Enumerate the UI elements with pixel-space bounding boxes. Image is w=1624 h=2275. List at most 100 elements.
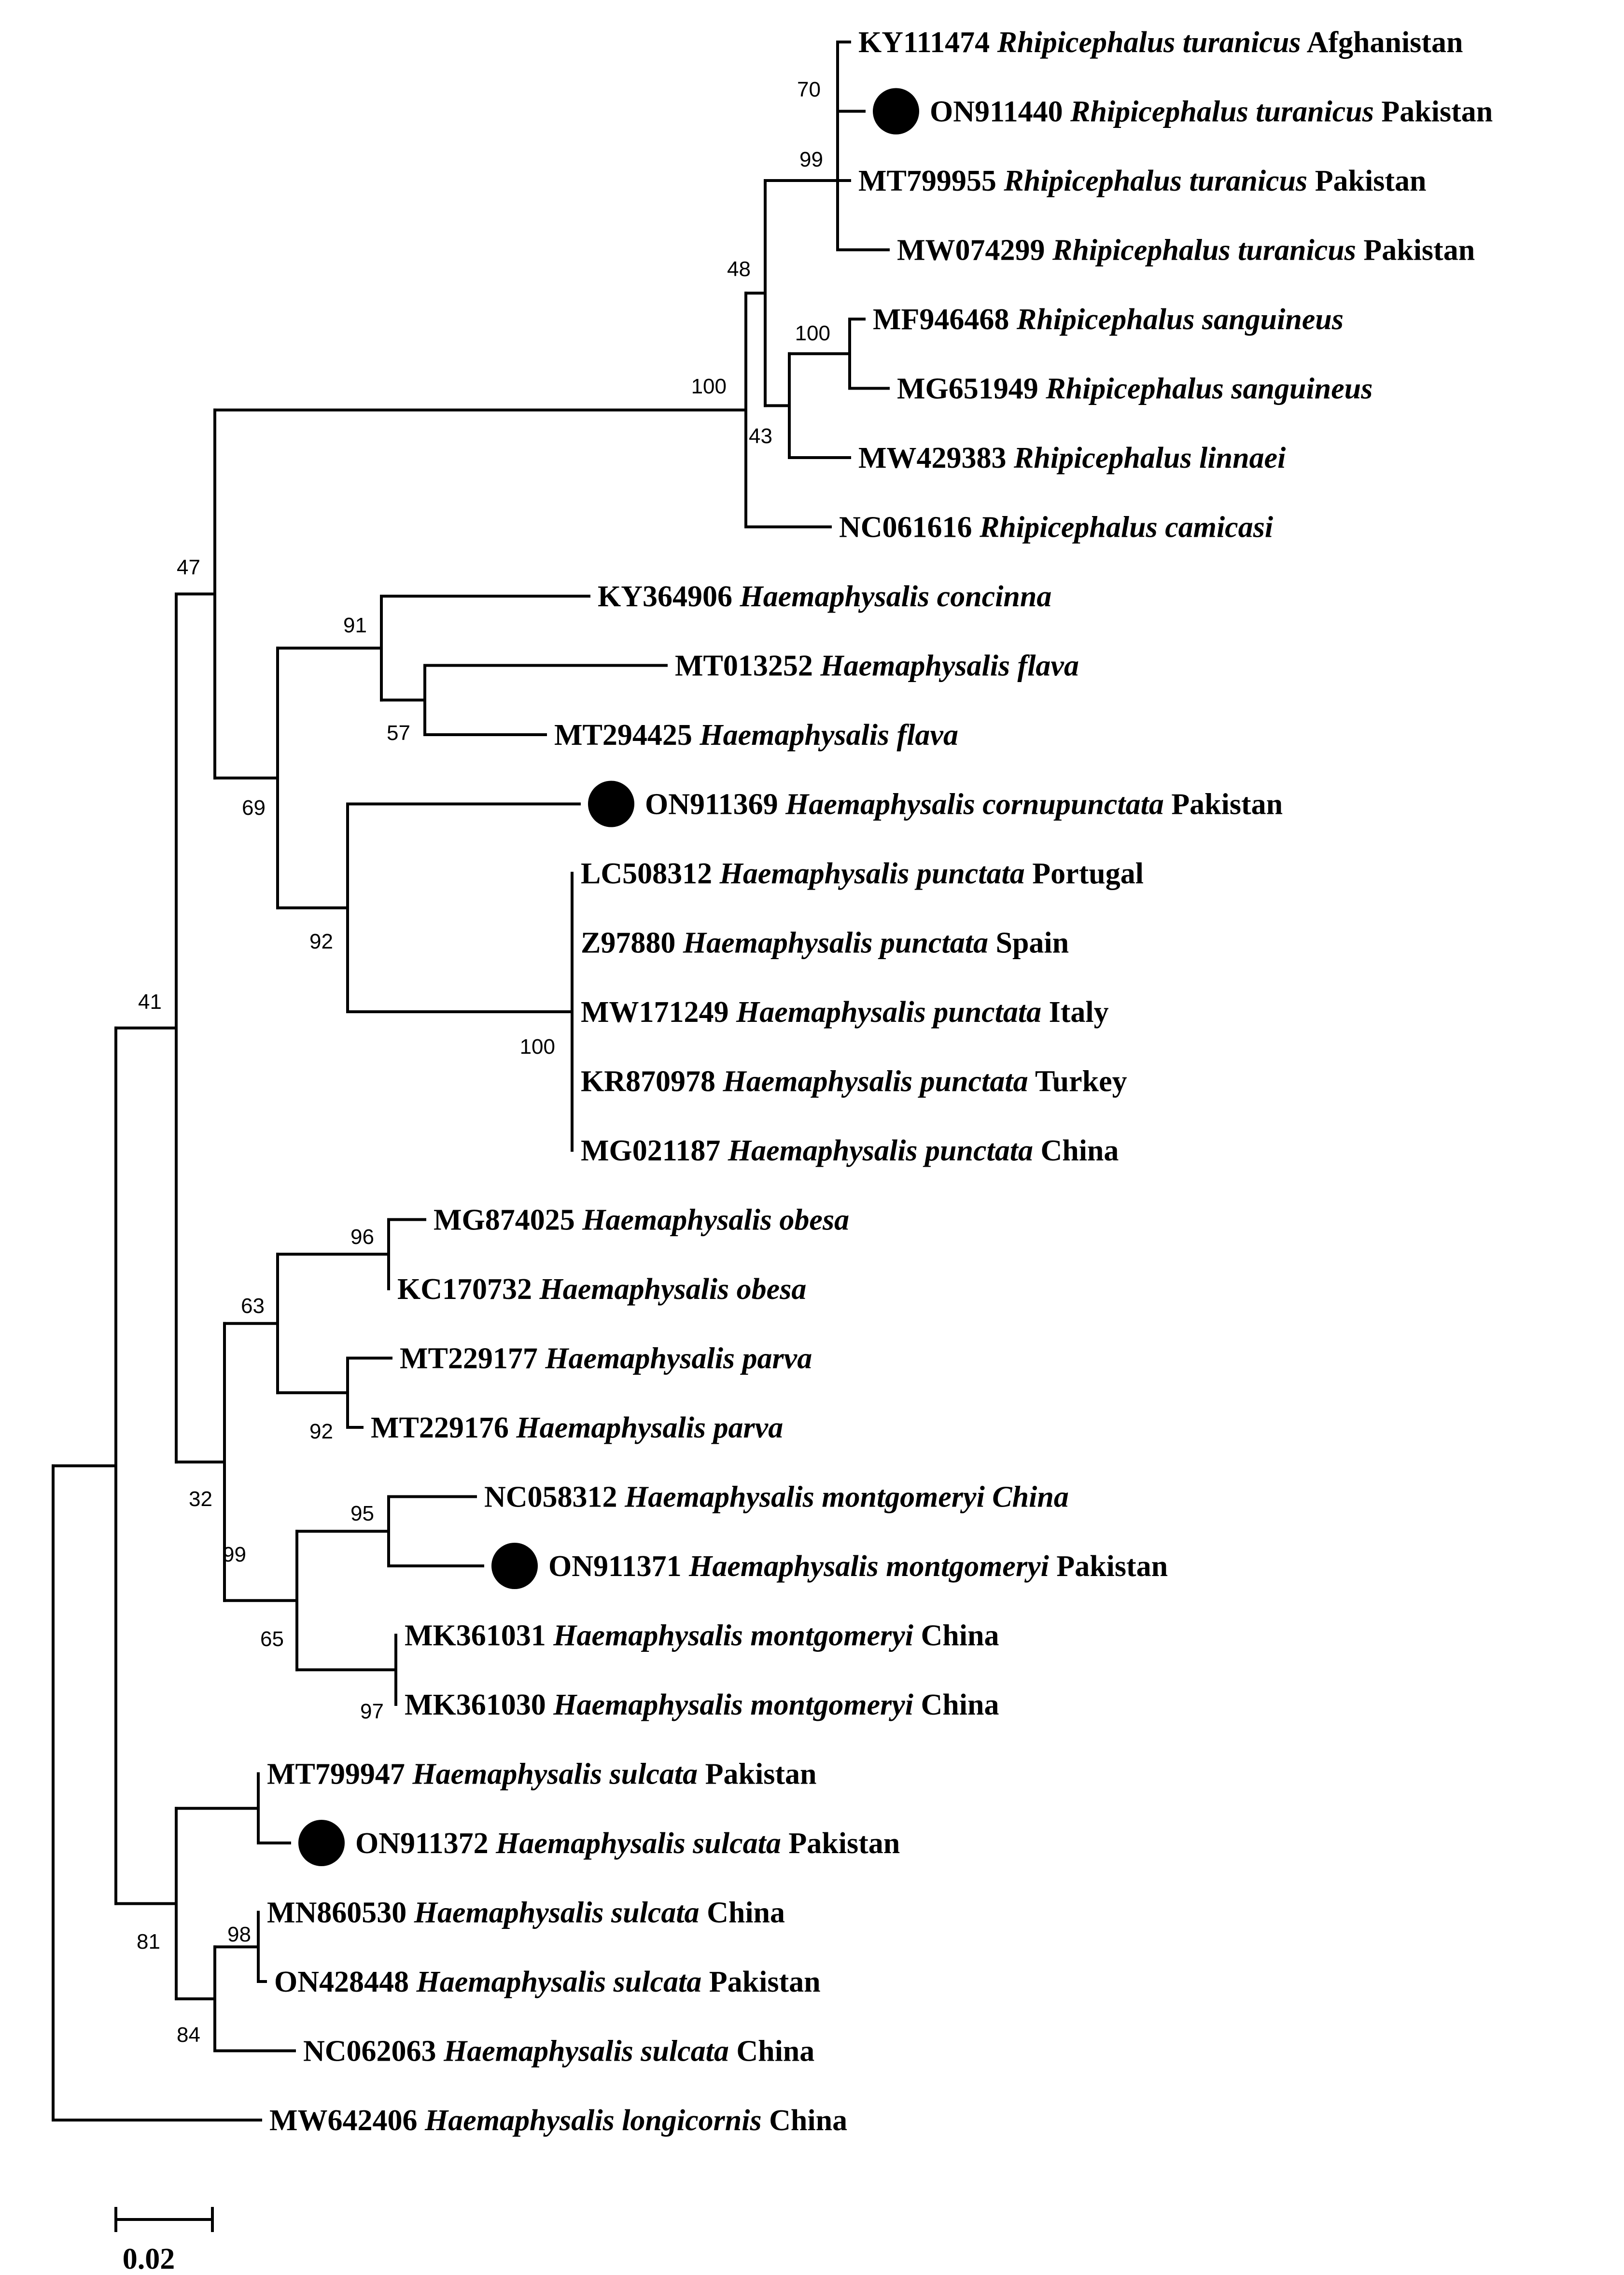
taxon-species: Haemaphysalis montgomeryi	[553, 1619, 913, 1652]
taxon-label: NC061616 Rhipicephalus camicasi	[839, 511, 1273, 544]
bootstrap-values: 7099100434810057911009269479692639597653…	[137, 78, 830, 2047]
taxon-accession: MT229177	[400, 1342, 545, 1375]
taxon-location: Afghanistan	[1301, 26, 1463, 59]
taxon-location: China	[913, 1619, 999, 1652]
bootstrap-n_cornu_punct: 92	[309, 930, 333, 953]
taxon-label: ON911371 Haemaphysalis montgomeryi Pakis…	[548, 1550, 1168, 1583]
bootstrap-n_rhip_main: 48	[727, 257, 751, 281]
taxon-species: Rhipicephalus sanguineus	[1016, 303, 1344, 336]
taxon-species: Haemaphysalis punctata	[728, 1134, 1033, 1167]
taxon-accession: MG651949	[897, 373, 1046, 405]
taxon-location: Spain	[988, 927, 1069, 960]
taxon-label: MG651949 Rhipicephalus sanguineus	[897, 373, 1372, 405]
taxon-label: ON911372 Haemaphysalis sulcata Pakistan	[355, 1827, 900, 1860]
taxon-label: MW171249 Haemaphysalis punctata Italy	[581, 996, 1109, 1029]
taxon-species: Haemaphysalis sulcata	[412, 1758, 698, 1791]
bootstrap-n_mont_b: 97	[360, 1700, 384, 1723]
taxon-location: Italy	[1041, 996, 1109, 1029]
taxon-species: Rhipicephalus turanicus	[997, 26, 1301, 59]
taxon-species: Rhipicephalus turanicus	[1052, 234, 1356, 267]
taxon-accession: ON428448	[274, 1966, 417, 1998]
taxon-accession: ON911371	[548, 1550, 689, 1583]
taxon-label: MG874025 Haemaphysalis obesa	[434, 1204, 849, 1237]
taxon-species: Rhipicephalus sanguineus	[1045, 373, 1372, 405]
sample-marker-dot	[873, 88, 919, 135]
bootstrap-n_sulc_a: 99	[223, 1543, 246, 1566]
taxon-accession: MN860530	[267, 1897, 414, 1929]
scale-bar: 0.02	[114, 2207, 214, 2275]
taxon-accession: NC058312	[484, 1481, 625, 1514]
taxon-species: Haemaphysalis obesa	[582, 1204, 849, 1237]
taxon-species: Haemaphysalis montgomeryi	[688, 1550, 1049, 1583]
taxon-label: KC170732 Haemaphysalis obesa	[397, 1273, 806, 1306]
sample-marker-dot	[588, 781, 634, 827]
bootstrap-n_mont: 65	[260, 1627, 284, 1651]
taxon-location: China	[729, 2035, 814, 2068]
bootstrap-n_obesa: 96	[350, 1225, 374, 1249]
taxon-label: ON911369 Haemaphysalis cornupunctata Pak…	[645, 788, 1283, 821]
taxon-species: Haemaphysalis sulcata	[414, 1897, 700, 1929]
taxon-species: Haemaphysalis flava	[699, 719, 958, 752]
taxon-species: Rhipicephalus turanicus	[1070, 96, 1374, 128]
taxon-species: Haemaphysalis punctata	[719, 857, 1025, 890]
taxon-accession: LC508312	[581, 857, 720, 890]
taxon-location: China	[700, 1897, 785, 1929]
taxon-location: Pakistan	[1049, 1550, 1168, 1583]
taxon-location: Pakistan	[1164, 788, 1283, 821]
taxon-species: Haemaphysalis montgomeryi China	[624, 1481, 1069, 1514]
bootstrap-n_flava: 57	[387, 721, 410, 745]
bootstrap-n_mont_mid: 32	[189, 1487, 212, 1511]
taxon-species: Haemaphysalis sulcata	[495, 1827, 781, 1860]
bootstrap-n_haem1: 69	[242, 796, 266, 820]
taxon-label: MF946468 Rhipicephalus sanguineus	[873, 303, 1344, 336]
taxon-label: ON911440 Rhipicephalus turanicus Pakista…	[930, 96, 1493, 128]
taxon-accession: KY364906	[598, 580, 740, 613]
bootstrap-n_sanguineus: 100	[795, 321, 830, 345]
taxon-label: MT229177 Haemaphysalis parva	[400, 1342, 812, 1375]
taxon-label: NC058312 Haemaphysalis montgomeryi China	[484, 1481, 1069, 1514]
taxon-label: KY364906 Haemaphysalis concinna	[598, 580, 1051, 613]
taxon-accession: MT799947	[267, 1758, 412, 1791]
taxon-label: MT294425 Haemaphysalis flava	[554, 719, 958, 752]
taxon-accession: MG874025	[434, 1204, 582, 1237]
taxon-species: Haemaphysalis parva	[545, 1342, 812, 1375]
tree-branches	[52, 41, 890, 2121]
taxon-label: MT013252 Haemaphysalis flava	[675, 650, 1079, 683]
taxon-location: Turkey	[1028, 1065, 1127, 1098]
taxon-species: Rhipicephalus linnaei	[1013, 442, 1286, 475]
taxon-accession: MK361030	[405, 1689, 553, 1721]
scale-bar-label: 0.02	[123, 2243, 175, 2275]
taxon-accession: Z97880	[581, 927, 683, 960]
taxon-accession: MF946468	[873, 303, 1017, 336]
taxon-species: Haemaphysalis parva	[516, 1411, 783, 1444]
bootstrap-n_turan_group: 99	[799, 148, 823, 171]
taxon-accession: KR870978	[581, 1065, 723, 1098]
bootstrap-n_mont_a: 95	[350, 1502, 374, 1525]
taxon-species: Haemaphysalis flava	[820, 650, 1079, 683]
taxon-species: Rhipicephalus camicasi	[979, 511, 1273, 544]
taxon-label: LC508312 Haemaphysalis punctata Portugal	[581, 857, 1144, 890]
taxon-species: Haemaphysalis longicornis	[424, 2104, 762, 2137]
taxon-accession: MK361031	[405, 1619, 553, 1652]
bootstrap-n_parva: 92	[309, 1420, 333, 1443]
taxon-species: Haemaphysalis sulcata	[443, 2035, 729, 2068]
taxon-species: Haemaphysalis obesa	[539, 1273, 807, 1306]
taxon-label: MG021187 Haemaphysalis punctata China	[581, 1134, 1119, 1167]
taxon-accession: MW429383	[858, 442, 1014, 475]
taxon-location: Pakistan	[781, 1827, 900, 1860]
bootstrap-n_top: 47	[177, 556, 200, 579]
taxon-label: Z97880 Haemaphysalis punctata Spain	[581, 927, 1069, 960]
taxon-accession: MG021187	[581, 1134, 728, 1167]
bootstrap-n_sulc_b: 98	[227, 1923, 251, 1946]
bootstrap-n_rhipicephalus: 100	[691, 375, 727, 398]
bootstrap-n_obesa_parva: 63	[241, 1294, 265, 1318]
taxon-label: MT799955 Rhipicephalus turanicus Pakista…	[858, 165, 1427, 197]
taxon-accession: KY111474	[858, 26, 997, 59]
bootstrap-n_turanicus: 70	[797, 78, 821, 101]
taxon-accession: MW074299	[897, 234, 1052, 267]
sample-marker-dot	[298, 1820, 345, 1866]
taxon-accession: ON911369	[645, 788, 785, 821]
taxon-location: Pakistan	[1356, 234, 1475, 267]
taxon-location: Pakistan	[698, 1758, 816, 1791]
